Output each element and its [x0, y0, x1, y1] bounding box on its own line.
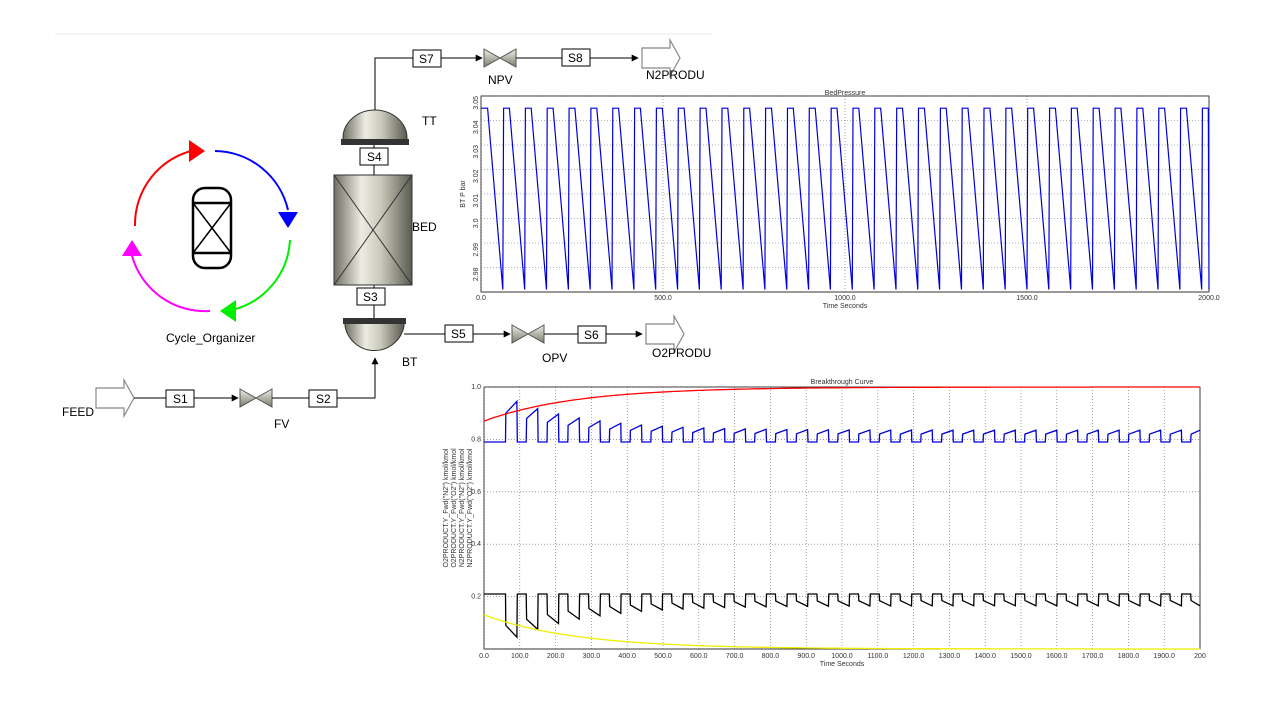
- stream-s6[interactable]: S6: [577, 325, 607, 344]
- x-tick-label: 200: [1194, 653, 1206, 660]
- x-tick-label: 900.0: [797, 653, 815, 660]
- series-line-blue: [483, 399, 1201, 443]
- chart-title: Breakthrough Curve: [811, 379, 874, 386]
- feed-label: FEED: [62, 405, 94, 419]
- legend-entry: N2PRODUCT.Y_Fwd("O2") kmol/kmol: [467, 448, 474, 567]
- x-tick-label: 2000.0: [1198, 295, 1220, 302]
- bt-label: BT: [402, 355, 418, 369]
- y-tick-label: 3.0: [473, 218, 480, 228]
- tt-label: TT: [422, 114, 437, 128]
- stream-s3[interactable]: S3: [356, 287, 386, 306]
- x-tick-label: 1700.0: [1082, 653, 1104, 660]
- y-tick-label: 3.01: [473, 194, 480, 208]
- bed-pressure-chart: BedPressure 2.98 2.99 3.0 3.01 3.02 3.03 3.04 3.…: [460, 90, 1220, 310]
- stream-s4[interactable]: S4: [359, 147, 389, 166]
- chart-title: BedPressure: [825, 90, 866, 97]
- x-tick-label: 400.0: [618, 653, 636, 660]
- x-tick-label: 300.0: [583, 653, 601, 660]
- stream-s6-label: S6: [584, 328, 599, 342]
- stream-s5-label: S5: [451, 327, 466, 341]
- series-line-black: [483, 593, 1201, 639]
- stream-s2[interactable]: S2: [308, 389, 338, 408]
- y-tick-label: 2.98: [473, 267, 480, 281]
- stream-s7-label: S7: [419, 52, 434, 66]
- x-tick-label: 1000.0: [831, 653, 853, 660]
- plot-area: [483, 386, 1201, 650]
- bed-pressure-plot[interactable]: BedPressure 2.98 2.99 3.0 3.01 3.02 3.03 3.04 3.…: [453, 88, 1220, 310]
- y-tick-label: 3.05: [473, 96, 480, 110]
- stream-s1-label: S1: [173, 392, 188, 406]
- x-tick-label: 1600.0: [1046, 653, 1068, 660]
- feed-arrow-icon[interactable]: [95, 377, 135, 419]
- bed-label: BED: [412, 220, 437, 234]
- series-line-yellow: [483, 614, 1200, 650]
- x-tick-label: 1400.0: [974, 653, 996, 660]
- x-axis-label: Time Seconds: [820, 661, 865, 668]
- cycle-organizer-icon[interactable]: [122, 140, 298, 322]
- product-arrow-icon[interactable]: [645, 313, 685, 355]
- opv-label: OPV: [542, 351, 567, 365]
- breakthrough-chart: Breakthrough Curve 0.2 0.4 0.6 0.8 1.0 0.0 100.…: [443, 379, 1206, 668]
- stream-s8-label: S8: [568, 51, 583, 65]
- x-axis-label: Time Seconds: [823, 303, 868, 310]
- x-tick-label: 1500.0: [1010, 653, 1032, 660]
- y-tick-label: 3.03: [473, 145, 480, 159]
- x-tick-label: 500.0: [654, 295, 672, 302]
- breakthrough-plot[interactable]: Breakthrough Curve 0.2 0.4 0.6 0.8 1.0 0.0 100.…: [440, 375, 1206, 675]
- valve-icon[interactable]: [511, 324, 545, 344]
- x-tick-label: 500.0: [654, 653, 672, 660]
- series-line-red: [483, 386, 1200, 422]
- product-arrow-icon[interactable]: [641, 37, 681, 79]
- x-tick-label: 0.0: [476, 295, 486, 302]
- stream-s5[interactable]: S5: [444, 324, 474, 343]
- x-tick-label: 100.0: [511, 653, 529, 660]
- flash-drum-icon[interactable]: [343, 318, 406, 351]
- y-tick-label: 3.04: [473, 120, 480, 134]
- stream-s7[interactable]: S7: [412, 49, 442, 68]
- x-tick-label: 1300.0: [939, 653, 961, 660]
- x-tick-label: 1500.0: [1016, 295, 1038, 302]
- valve-icon[interactable]: [239, 388, 273, 408]
- x-tick-label: 800.0: [762, 653, 780, 660]
- packed-bed-icon[interactable]: [333, 174, 413, 286]
- y-tick-label: 0.4: [471, 541, 481, 548]
- fv-label: FV: [274, 417, 289, 431]
- o2product-label: O2PRODU: [652, 346, 711, 360]
- valve-icon[interactable]: [483, 48, 517, 68]
- x-tick-label: 1100.0: [867, 653, 888, 660]
- legend-entry: N2PRODUCT.Y_Fwd("N2") kmol/kmol: [459, 448, 466, 567]
- x-tick-label: 200.0: [547, 653, 565, 660]
- legend-entry: O2PRODUCT.Y_Fwd("O2") kmol/kmol: [451, 448, 458, 568]
- x-tick-label: 0.0: [479, 653, 489, 660]
- legend-entry: O2PRODUCT.Y_Fwd("N2") kmol/kmol: [443, 448, 450, 567]
- x-tick-label: 1900.0: [1153, 653, 1175, 660]
- x-tick-label: 1200.0: [903, 653, 925, 660]
- series-line-bt-p: [481, 107, 1210, 290]
- npv-label: NPV: [488, 73, 513, 87]
- y-tick-label: 0.6: [471, 489, 481, 496]
- y-axis-label: BT P bar: [460, 180, 467, 208]
- stream-s8[interactable]: S8: [561, 48, 591, 67]
- stream-s2-label: S2: [316, 392, 331, 406]
- x-tick-label: 600.0: [690, 653, 708, 660]
- y-tick-label: 2.99: [473, 243, 480, 257]
- y-tick-label: 1.0: [471, 384, 481, 391]
- cycle-organizer-label: Cycle_Organizer: [166, 331, 255, 345]
- flash-drum-icon[interactable]: [341, 109, 409, 145]
- x-tick-label: 1000.0: [834, 295, 856, 302]
- stream-s3-label: S3: [363, 290, 378, 304]
- y-tick-label: 3.02: [473, 169, 480, 183]
- y-tick-label: 0.8: [471, 436, 481, 443]
- x-tick-label: 1800.0: [1118, 653, 1140, 660]
- y-tick-label: 0.2: [471, 594, 481, 601]
- n2product-label: N2PRODU: [646, 68, 705, 82]
- stream-s4-label: S4: [367, 150, 382, 164]
- x-tick-label: 700.0: [726, 653, 744, 660]
- stream-s1[interactable]: S1: [165, 389, 195, 408]
